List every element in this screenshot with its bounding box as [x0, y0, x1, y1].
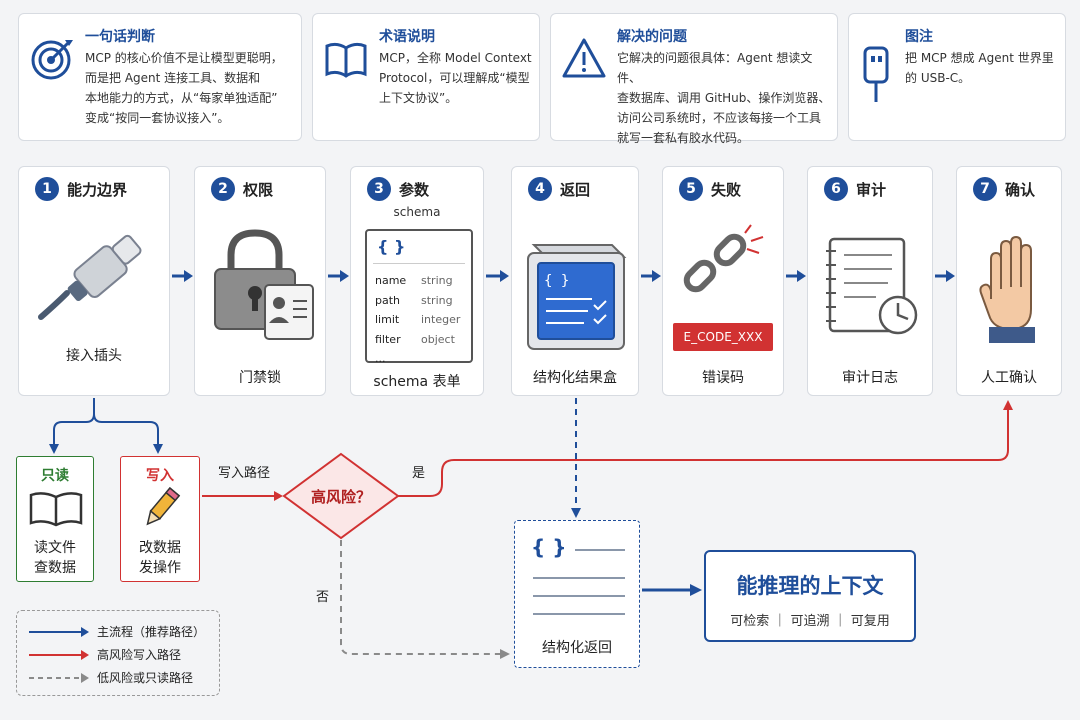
- step-capability-boundary: 1 能力边界 接入插头: [18, 166, 170, 396]
- step-permission: 2 权限 门禁锁: [194, 166, 326, 396]
- schema-key: filter: [375, 332, 401, 346]
- info-card-title: 解决的问题: [617, 29, 687, 45]
- legend: 主流程（推荐路径） 高风险写入路径 低风险或只读路径: [16, 610, 220, 696]
- result-box-icon: { }: [524, 233, 628, 359]
- info-card-title: 一句话判断: [85, 29, 155, 45]
- context-title: 能推理的上下文: [736, 574, 884, 598]
- schema-type: integer: [421, 313, 461, 326]
- schema-key: name: [375, 274, 407, 287]
- structured-return-caption: 结构化返回: [542, 640, 612, 656]
- step-caption: schema 表单: [373, 374, 461, 390]
- audit-log-icon: [822, 233, 922, 347]
- schema-key: limit: [375, 313, 400, 326]
- warning-icon: [561, 36, 607, 86]
- legend-swatches: [29, 627, 89, 683]
- open-book-icon: [29, 489, 83, 531]
- step-number: 7: [973, 177, 997, 201]
- readonly-box: 只读 读文件 查数据: [16, 456, 94, 582]
- info-card-caption: 图注 把 MCP 想成 Agent 世界里 的 USB-C。: [848, 13, 1066, 141]
- step-number: 6: [824, 177, 848, 201]
- structured-return-box: { } 结构化返回: [514, 520, 640, 668]
- step-audit: 6 审计 审计日志: [807, 166, 933, 396]
- step-number: 2: [211, 177, 235, 201]
- schema-type: object: [421, 332, 455, 346]
- schema-type: string: [421, 293, 453, 307]
- info-card-body: MCP，全称 Model Context Protocol，可以理解成“模型 上…: [379, 51, 532, 105]
- step-title: 参数: [399, 181, 430, 199]
- yes-label: 是: [412, 466, 426, 481]
- book-icon: [323, 36, 369, 86]
- schema-brace: { }: [377, 237, 406, 256]
- step-title: 权限: [243, 181, 274, 199]
- step-number: 4: [528, 177, 552, 201]
- decision-diamond: [282, 452, 400, 540]
- info-card-problem: 解决的问题 它解决的问题很具体：Agent 想读文件、 查数据库、调用 GitH…: [550, 13, 838, 145]
- step-caption: 门禁锁: [239, 370, 281, 386]
- broken-chain-icon: [675, 223, 775, 317]
- step-parameters: 3 参数 schema { } name path limit filter .…: [350, 166, 484, 396]
- info-card-title: 术语说明: [379, 29, 435, 45]
- step-subtitle: schema: [393, 205, 441, 219]
- write-caption-1: 改数据: [139, 540, 181, 556]
- step-title: 返回: [560, 181, 591, 199]
- write-title: 写入: [146, 468, 174, 484]
- step-confirm: 7 确认 人工确认: [956, 166, 1062, 396]
- step-caption: 审计日志: [842, 370, 898, 386]
- schema-key: path: [375, 293, 401, 307]
- step-title: 失败: [711, 181, 742, 199]
- error-code-badge: E_CODE_XXX: [673, 323, 773, 351]
- step-title: 确认: [1005, 181, 1036, 199]
- svg-text:{ }: { }: [544, 273, 569, 289]
- plug-icon: [37, 217, 157, 331]
- form-icon: { } name path limit filter ... string st…: [365, 229, 473, 365]
- legend-label-risk: 高风险写入路径: [97, 648, 182, 662]
- step-title: 能力边界: [67, 181, 128, 199]
- context-box: 能推理的上下文 可检索 ｜ 可追溯 ｜ 可复用: [704, 550, 916, 642]
- step-caption: 结构化结果盒: [533, 370, 617, 386]
- step-caption: 错误码: [702, 370, 744, 386]
- readonly-caption-2: 查数据: [34, 560, 76, 576]
- usb-icon: [857, 46, 897, 110]
- step-caption: 接入插头: [66, 348, 122, 364]
- pencil-icon: [141, 486, 181, 533]
- step-number: 1: [35, 177, 59, 201]
- info-card-summary: 一句话判断 MCP 的核心价值不是让模型更聪明， 而是把 Agent 连接工具、…: [18, 13, 302, 141]
- schema-type: string: [421, 274, 453, 287]
- legend-label-main: 主流程（推荐路径）: [97, 625, 206, 639]
- step-failure: 5 失败 E_CODE_XXX 错误码: [662, 166, 784, 396]
- step-number: 5: [679, 177, 703, 201]
- info-card-body: MCP 的核心价值不是让模型更聪明， 而是把 Agent 连接工具、数据和 本地…: [85, 51, 283, 125]
- step-caption: 人工确认: [981, 370, 1037, 386]
- write-box: 写入 改数据 发操作: [120, 456, 200, 582]
- readonly-caption-1: 读文件: [34, 540, 76, 556]
- write-caption-2: 发操作: [139, 560, 181, 576]
- schema-more: ...: [375, 352, 386, 365]
- info-card-terminology: 术语说明 MCP，全称 Model Context Protocol，可以理解成…: [312, 13, 540, 141]
- readonly-title: 只读: [41, 468, 69, 484]
- step-title: 审计: [856, 181, 887, 199]
- info-card-body: 把 MCP 想成 Agent 世界里 的 USB-C。: [905, 51, 1054, 85]
- context-subtitle: 可检索 ｜ 可追溯 ｜ 可复用: [730, 614, 890, 629]
- step-return: 4 返回 { } 结构化结果盒: [511, 166, 639, 396]
- write-path-label: 写入路径: [218, 466, 271, 481]
- target-icon: [29, 36, 75, 86]
- info-card-body: 它解决的问题很具体：Agent 想读文件、 查数据库、调用 GitHub、操作浏…: [617, 51, 831, 145]
- legend-label-lowrisk: 低风险或只读路径: [97, 671, 194, 685]
- hand-icon: [977, 229, 1047, 353]
- decision-label: 高风险？: [310, 488, 371, 506]
- info-card-title: 图注: [905, 29, 933, 45]
- lock-icon: [211, 225, 317, 347]
- structured-return-brace: { }: [531, 535, 567, 559]
- step-number: 3: [367, 177, 391, 201]
- no-label: 否: [316, 590, 330, 605]
